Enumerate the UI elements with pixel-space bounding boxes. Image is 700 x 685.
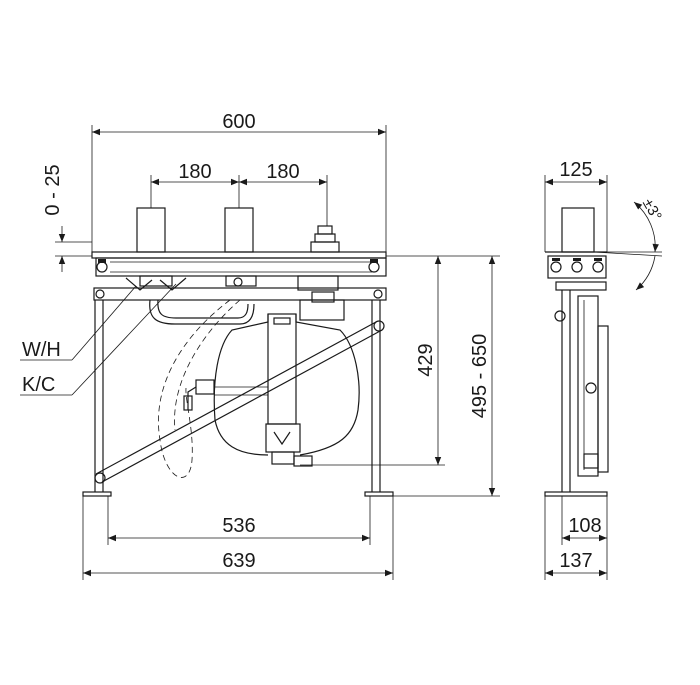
side-stem [561, 207, 595, 253]
label-cold-water: K/C [22, 374, 55, 396]
top-plate [91, 251, 387, 259]
valve-body-left [213, 314, 269, 456]
side-bracket [547, 255, 607, 279]
valve-body-right [295, 314, 360, 456]
mixer-fittings [125, 275, 339, 291]
bolt [368, 261, 380, 273]
dim-right-spacing: 180 [266, 161, 299, 183]
dim-tilt: ±3° [639, 196, 665, 224]
dim-overall-width: 600 [222, 111, 255, 133]
dim-left-spacing: 180 [178, 161, 211, 183]
foot-right [364, 491, 394, 497]
bolt [96, 261, 108, 273]
bottom-trap [265, 423, 313, 467]
foot-left [82, 491, 112, 497]
dim-feet-inner: 536 [222, 515, 255, 537]
diagonal-brace [94, 320, 385, 484]
dim-side-top: 125 [559, 159, 592, 181]
upper-rail [95, 257, 387, 277]
frame-legs [94, 300, 381, 492]
side-foot [544, 491, 608, 497]
valve-core [267, 313, 297, 425]
dim-height-inner: 429 [415, 343, 437, 376]
front-view: 600 180 180 0 - 25 429 495 - 650 536 [20, 111, 500, 580]
drain-fitting [310, 225, 340, 253]
lower-rail [93, 287, 387, 301]
dim-feet-outer: 639 [222, 550, 255, 572]
valve-stem-left [136, 207, 166, 253]
side-valve [195, 379, 215, 395]
valve-stem-right [224, 207, 254, 253]
side-view: 125 108 137 ±3° [544, 159, 665, 580]
dim-height-range: 495 - 650 [469, 334, 491, 419]
label-hot-water: W/H [22, 339, 61, 361]
dim-side-outer: 137 [559, 550, 592, 572]
dim-adjust-range: 0 - 25 [42, 164, 64, 215]
dim-side-inner: 108 [568, 515, 601, 537]
flexible-hose [158, 299, 231, 478]
